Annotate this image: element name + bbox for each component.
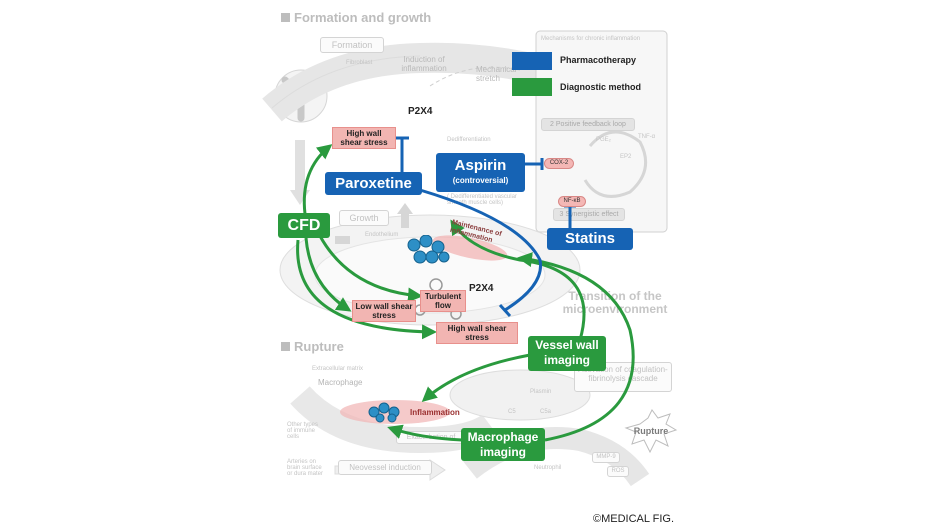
cfd-box: CFD [278,213,330,238]
arrow-vwi-to-inflammation [421,353,531,402]
positive-loop-box: 2 Positive feedback loop [541,118,635,131]
transition-label: Transition of the microenvironment [562,289,668,316]
turbulent-flow-box: Turbulent flow [420,290,466,312]
induction-label: Induction of inflammation [401,55,447,73]
statins-box: Statins [547,228,633,250]
section-title-formation: Formation and growth [281,10,431,25]
other-cells-label: Other types of immune cells [287,422,319,440]
tnf-label: TNF-α [638,134,656,140]
growth-box: Growth [339,210,389,226]
ros-box: ROS [607,466,629,477]
legend-label-diagnostic: Diagnostic method [560,82,642,92]
section-title-rupture: Rupture [281,339,344,354]
aspirin-note: (controversial) [452,176,509,185]
nfkb-pill: NF-κB [558,196,586,207]
neovessel-box: Neovessel induction [338,460,432,475]
neutrophil-label: Neutrophil [534,465,562,471]
mechanical-label: Mechanical stretch [476,65,517,83]
copyright-text: ©MEDICAL FIG. [593,513,675,525]
c5a-label: C5a [540,409,552,415]
formation-box: Formation [320,37,384,53]
legend-label-pharmacotherapy: Pharmacotherapy [560,55,637,65]
dedifferentiated-smc-label: ( Dedifferentiated vascular smooth muscl… [447,194,517,206]
arrow-cfd-to-lowss [304,237,352,312]
ep2-label: EP2 [620,154,632,160]
low-wss-box: Low wall shear stress [352,300,416,322]
endothelium-label: Endothelium [365,232,399,238]
arrow-cfd-to-turbulent [318,235,423,303]
inhibit-paroxetine-p2x4-bottom [419,188,543,312]
high-wss-bottom-box: High wall shear stress [436,322,518,344]
plasmin-label: Plasmin [530,389,552,395]
inflammation-label: Inflammation [410,408,460,417]
rupture-burst-shape [624,409,678,454]
mechanisms-title: Mechanisms for chronic inflammation [541,36,641,42]
cox2-pill: COX-2 [544,158,574,169]
rupture-burst-label: Rupture [633,426,669,436]
fibroblast-label: Fibroblast [346,60,373,66]
macrophage-cluster-rupture-icon [368,402,400,423]
legend-swatch-pharmacotherapy [512,52,552,70]
macrophage-cluster-icon [407,235,450,264]
p2x4-bottom-label: P2X4 [469,283,494,294]
mmp9-box: MMP-9 [592,452,620,463]
p2x4-top-label: P2X4 [408,106,433,117]
arrow-cfd-to-hwss-top [302,144,333,215]
c5-label: C5 [508,409,516,415]
vessel-wall-imaging-box: Vessel wall imaging [528,336,606,371]
dedifferentiation-label: Dedifferentiation [447,137,491,143]
arrow-macimg-to-inflammation [387,424,463,442]
macrophage-imaging-box: Macrophage imaging [461,428,545,461]
aspirin-title: Aspirin [454,157,507,174]
macrophage-label: Macrophage [318,378,363,387]
pge2-label: PGE₂ [596,137,611,143]
aspirin-box: Aspirin (controversial) [436,153,525,192]
paroxetine-box: Paroxetine [325,172,422,195]
high-wss-top-box: High wall shear stress [332,127,396,149]
extracellular-label: Extracellular matrix [312,366,364,372]
arrow-macimg-to-maintenance [517,252,635,442]
arteries-label: Arteries on brain surface or dura mater [287,459,324,477]
arrow-cfd-to-hwss-bottom [296,239,437,340]
legend-swatch-diagnostic [512,78,552,96]
